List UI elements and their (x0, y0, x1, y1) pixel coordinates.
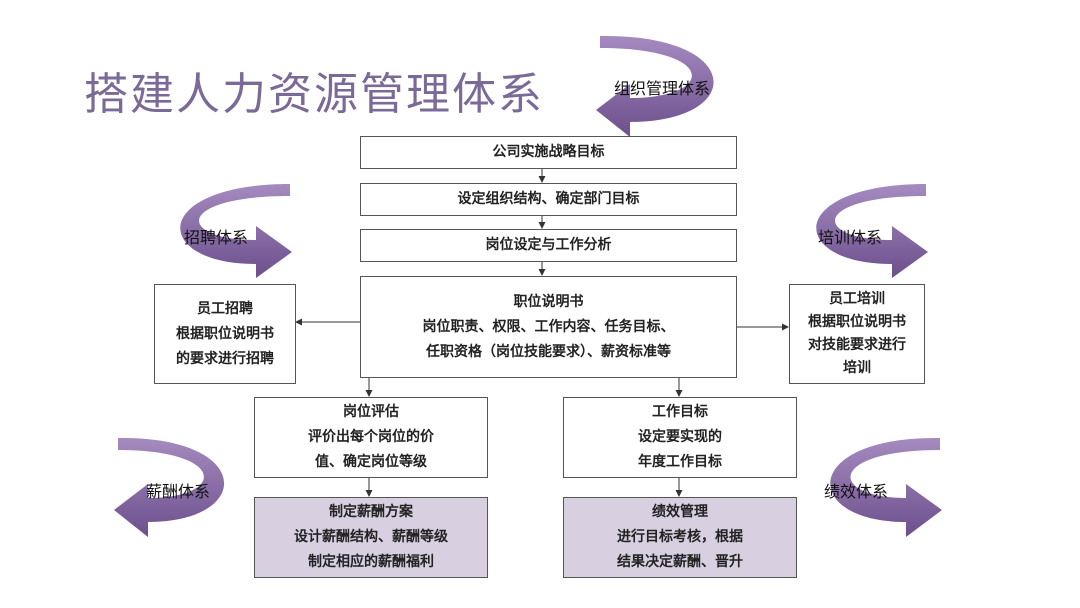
org-cycle-arrow-icon (596, 35, 714, 138)
strategy-box: 公司实施战略目标 (360, 136, 737, 169)
performance-title: 绩效管理 (652, 504, 708, 520)
job-description-line: 岗位职责、权限、工作内容、任务目标、 (422, 318, 675, 335)
structure-text: 设定组织结构、确定部门目标 (457, 191, 640, 207)
pay-plan-line: 设计薪酬结构、薪酬等级 (294, 529, 448, 545)
performance-cycle-arrow-icon (830, 437, 942, 537)
post-setting-box: 岗位设定与工作分析 (360, 229, 737, 262)
recruitment-title: 员工招聘 (197, 300, 253, 317)
training-box: 员工培训 根据职位说明书 对技能要求进行 培训 (789, 284, 925, 384)
work-goal-line: 设定要实现的 (638, 429, 722, 445)
structure-box: 设定组织结构、确定部门目标 (360, 183, 737, 216)
performance-line: 进行目标考核，根据 (617, 529, 743, 545)
pay-plan-title: 制定薪酬方案 (329, 504, 413, 520)
band-training-label: 培训体系 (818, 228, 883, 247)
training-line: 培训 (843, 360, 871, 376)
band-org-label: 组织管理体系 (614, 79, 711, 98)
post-setting-text: 岗位设定与工作分析 (485, 237, 612, 253)
band-compensation-label: 薪酬体系 (146, 482, 211, 501)
training-title: 员工培训 (829, 291, 885, 307)
evaluation-title: 岗位评估 (343, 404, 399, 420)
work-goal-title: 工作目标 (652, 404, 708, 420)
job-description-line: 任职资格（岗位技能要求）、薪资标准等 (426, 343, 671, 360)
compensation-cycle-arrow-icon (114, 437, 225, 537)
recruitment-line: 根据职位说明书 (176, 325, 274, 342)
job-description-box: 职位说明书 岗位职责、权限、工作内容、任务目标、 任职资格（岗位技能要求）、薪资… (360, 276, 737, 378)
page-title: 搭建人力资源管理体系 (84, 69, 544, 120)
recruitment-line: 的要求进行招聘 (176, 350, 274, 367)
recruitment-box: 员工招聘 根据职位说明书 的要求进行招聘 (154, 284, 296, 384)
strategy-text: 公司实施战略目标 (492, 144, 605, 160)
work-goal-box: 工作目标 设定要实现的 年度工作目标 (563, 397, 797, 478)
pay-plan-box: 制定薪酬方案 设计薪酬结构、薪酬等级 制定相应的薪酬福利 (254, 497, 488, 578)
performance-line: 结果决定薪酬、晋升 (617, 554, 743, 570)
performance-box: 绩效管理 进行目标考核，根据 结果决定薪酬、晋升 (563, 497, 797, 578)
band-recruit-label: 招聘体系 (184, 228, 249, 247)
evaluation-line: 值、确定岗位等级 (315, 454, 427, 470)
job-description-title: 职位说明书 (513, 293, 584, 310)
evaluation-line: 评价出每个岗位的价 (308, 429, 434, 445)
training-line: 对技能要求进行 (808, 337, 906, 353)
training-line: 根据职位说明书 (808, 314, 906, 330)
training-cycle-arrow-icon (816, 184, 928, 278)
recruit-cycle-arrow-icon (180, 184, 292, 278)
work-goal-line: 年度工作目标 (638, 454, 722, 470)
pay-plan-line: 制定相应的薪酬福利 (308, 554, 434, 570)
evaluation-box: 岗位评估 评价出每个岗位的价 值、确定岗位等级 (254, 397, 488, 478)
band-performance-label: 绩效体系 (824, 482, 889, 501)
